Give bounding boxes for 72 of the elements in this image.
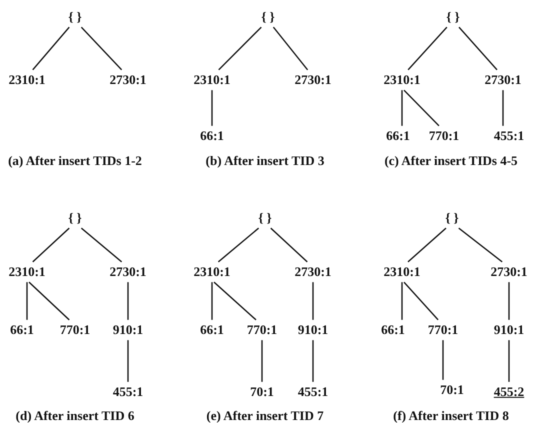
tree-edge xyxy=(211,282,213,320)
tree-node-label: 2730:1 xyxy=(490,264,528,280)
tree-node-label: 770:1 xyxy=(428,128,460,144)
tree-edge xyxy=(26,282,28,320)
tree-node-label: { } xyxy=(68,10,82,24)
tree-edge xyxy=(272,26,308,70)
panel-caption: (a) After insert TIDs 1-2 xyxy=(8,154,142,168)
tree-node-label: 770:1 xyxy=(60,322,90,338)
tree-node-label: 455:1 xyxy=(494,128,524,144)
tree-edge xyxy=(211,90,213,126)
tree-node-label: 2310:1 xyxy=(8,72,46,88)
panel-caption: (b) After insert TID 3 xyxy=(206,154,324,168)
panel-caption: (d) After insert TID 6 xyxy=(16,409,134,423)
tree-node-label: 2310:1 xyxy=(384,264,420,280)
tree-edge xyxy=(442,340,444,380)
tree-node-label: { } xyxy=(445,210,459,226)
tree-edge xyxy=(408,228,446,262)
tree-node-label: 70:1 xyxy=(250,384,274,400)
tree-edge xyxy=(218,26,262,70)
tree-node-label: { } xyxy=(68,210,82,226)
tree-edge xyxy=(404,90,440,126)
tree-edge xyxy=(408,26,448,70)
tree-node-label: 2730:1 xyxy=(110,72,146,88)
tree-node-label: 66:1 xyxy=(200,322,224,338)
tree-node-label: { } xyxy=(446,10,460,24)
tree-node-label: 2730:1 xyxy=(294,264,332,280)
tree-edge xyxy=(127,340,129,382)
tree-edge xyxy=(127,282,129,320)
tree-node-label: 910:1 xyxy=(494,322,524,338)
tree-edge xyxy=(312,282,314,320)
tree-edge xyxy=(458,26,498,70)
tree-node-label: { } xyxy=(261,10,275,24)
tree-edge xyxy=(80,228,122,262)
tree-edge xyxy=(401,282,403,320)
tree-node-label: 2310:1 xyxy=(194,72,230,88)
tree-edge xyxy=(214,282,256,320)
tree-edge xyxy=(502,90,504,126)
tree-edge xyxy=(32,228,70,262)
tree-edge xyxy=(270,228,308,262)
tree-node-label: 2730:1 xyxy=(294,72,332,88)
tree-edge xyxy=(28,282,70,320)
tree-node-label: 770:1 xyxy=(428,322,458,338)
tree-node-label: 455:1 xyxy=(298,384,328,400)
tree-node-label: 2730:1 xyxy=(484,72,522,88)
tree-node-label: 2730:1 xyxy=(110,264,146,280)
tree-edge xyxy=(508,282,510,320)
tree-node-label: 455:1 xyxy=(112,384,144,400)
tree-edge xyxy=(32,26,70,70)
tree-edge xyxy=(80,26,122,70)
tree-node-label: 66:1 xyxy=(381,322,405,338)
tree-edge xyxy=(458,228,503,262)
tree-node-label: { } xyxy=(258,210,272,226)
tree-node-label: 770:1 xyxy=(246,322,278,338)
panel-caption: (e) After insert TID 7 xyxy=(206,409,324,423)
tree-edge xyxy=(404,282,439,320)
tree-node-label: 2310:1 xyxy=(8,264,46,280)
tree-edge xyxy=(312,340,314,382)
tree-node-label: 2310:1 xyxy=(194,264,230,280)
tree-node-label: 66:1 xyxy=(200,128,224,144)
panel-caption: (c) After insert TIDs 4-5 xyxy=(384,154,518,168)
tree-node-label: 70:1 xyxy=(440,382,464,398)
tree-node-label: 455:2 xyxy=(494,384,524,400)
tree-node-label: 910:1 xyxy=(112,322,144,338)
tree-node-label: 66:1 xyxy=(10,322,34,338)
tree-node-label: 2310:1 xyxy=(384,72,420,88)
tree-node-label: 910:1 xyxy=(298,322,328,338)
tree-node-label: 66:1 xyxy=(386,128,410,144)
tree-edge xyxy=(401,90,403,126)
tree-edge xyxy=(218,228,260,262)
panel-caption: (f) After insert TID 8 xyxy=(393,409,509,423)
tree-edge xyxy=(261,340,263,382)
tree-edge xyxy=(508,340,510,382)
